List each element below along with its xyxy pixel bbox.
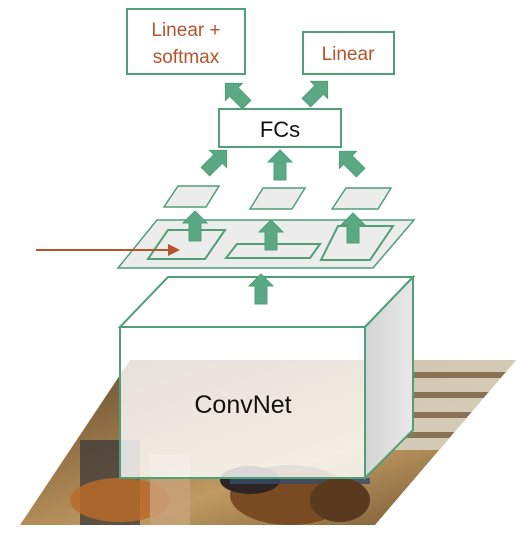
block-arrow-convnet-to-features-icon	[247, 273, 275, 305]
block-arrow-pooled-middle-to-fcs-icon	[266, 149, 294, 181]
block-arrow-pooled-left-to-fcs-icon	[200, 149, 228, 177]
pooled-feature-right	[330, 187, 393, 210]
linear-label: Linear	[322, 44, 375, 65]
convnet-label: ConvNet	[194, 391, 291, 419]
block-arrow-roi-middle-up-icon	[257, 219, 285, 251]
block-arrow-roi-right-up-icon	[339, 212, 367, 244]
block-arrow-fcs-to-classifier-icon	[224, 82, 252, 110]
convnet-front-face	[119, 326, 366, 479]
linear-softmax-line2: softmax	[153, 47, 220, 68]
regression-head: Linear	[302, 31, 395, 75]
classification-head: Linear + softmax	[126, 8, 246, 75]
block-arrow-roi-left-up-icon	[181, 210, 209, 242]
block-arrow-fcs-to-regressor-icon	[301, 80, 329, 108]
convnet-block: ConvNet	[117, 274, 416, 481]
block-arrow-pooled-right-to-fcs-icon	[338, 150, 366, 178]
roi-pooled-features	[162, 185, 393, 210]
pooled-feature-left	[162, 185, 221, 208]
flow-arrows	[181, 80, 367, 305]
roi-box-right	[319, 225, 395, 261]
pooled-feature-middle	[248, 187, 307, 210]
pointer-arrow-icon	[36, 244, 180, 256]
roi-box-middle	[223, 243, 322, 259]
linear-softmax-line1: Linear +	[151, 20, 220, 41]
fcs-block: FCs	[218, 108, 342, 148]
fcs-label: FCs	[260, 117, 300, 142]
